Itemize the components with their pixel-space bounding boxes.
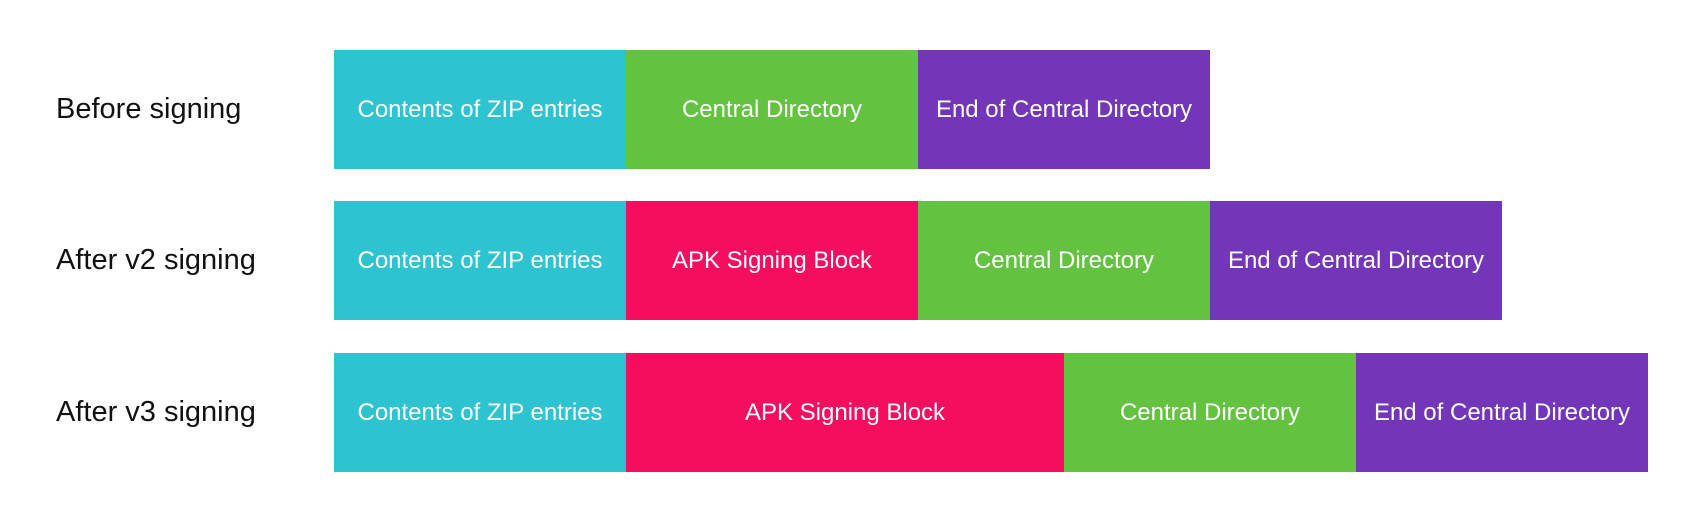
apk-layout-bar: Contents of ZIP entries APK Signing Bloc… [334, 353, 1648, 472]
row-label: Before signing [56, 93, 242, 125]
segment-central-directory: Central Directory [626, 50, 918, 169]
segment-central-directory: Central Directory [1064, 353, 1356, 472]
apk-layout-bar: Contents of ZIP entries APK Signing Bloc… [334, 201, 1502, 320]
apk-layout-bar: Contents of ZIP entries Central Director… [334, 50, 1210, 169]
row-label: After v3 signing [56, 396, 256, 428]
segment-apk-signing-block: APK Signing Block [626, 353, 1064, 472]
segment-end-of-central-directory: End of Central Directory [1210, 201, 1502, 320]
segment-zip-entries: Contents of ZIP entries [334, 50, 626, 169]
segment-zip-entries: Contents of ZIP entries [334, 201, 626, 320]
segment-end-of-central-directory: End of Central Directory [918, 50, 1210, 169]
row-before-signing: Before signing Contents of ZIP entries C… [0, 50, 1692, 169]
segment-apk-signing-block: APK Signing Block [626, 201, 918, 320]
segment-zip-entries: Contents of ZIP entries [334, 353, 626, 472]
row-after-v3-signing: After v3 signing Contents of ZIP entries… [0, 353, 1692, 472]
row-label: After v2 signing [56, 244, 256, 276]
segment-central-directory: Central Directory [918, 201, 1210, 320]
segment-end-of-central-directory: End of Central Directory [1356, 353, 1648, 472]
row-after-v2-signing: After v2 signing Contents of ZIP entries… [0, 201, 1692, 320]
